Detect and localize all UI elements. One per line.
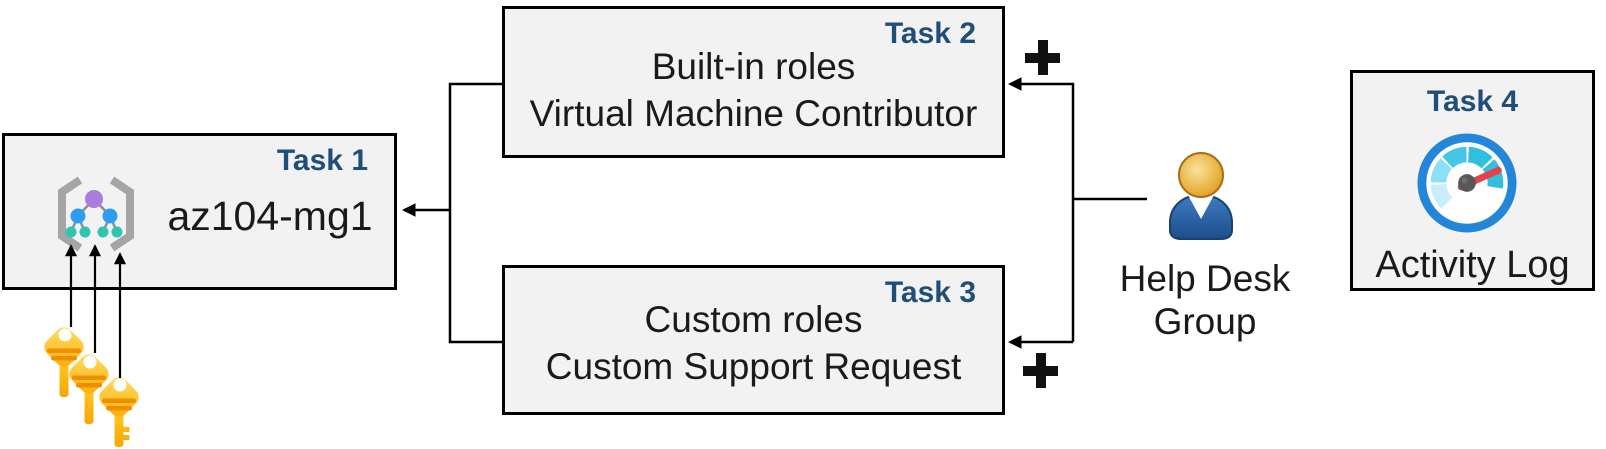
mid-node-right — [102, 208, 118, 224]
key-2 — [69, 354, 109, 424]
leaf-node-4 — [111, 226, 123, 238]
task3-line1: Custom roles — [644, 299, 863, 340]
task2-line2: Virtual Machine Contributor — [529, 93, 978, 134]
task2-title: Task 2 — [884, 17, 976, 50]
keys-icon — [44, 327, 139, 447]
plus-icon-task3 — [1023, 353, 1058, 388]
person-collar — [1188, 195, 1214, 219]
leaf-node-1 — [65, 226, 77, 238]
task1-title: Task 1 — [276, 144, 368, 177]
task2-box: Task 2 Built-in roles Virtual Machine Co… — [502, 6, 1005, 158]
leaf-node-3 — [97, 226, 109, 238]
person-icon — [1169, 152, 1233, 240]
actor-label: Help Desk Group — [1110, 258, 1300, 343]
task4-title: Task 4 — [1426, 85, 1519, 118]
plus-icon-task2 — [1025, 40, 1060, 75]
task3-text: Custom roles Custom Support Request — [505, 296, 1002, 390]
root-node — [85, 190, 103, 208]
leaf-node-2 — [79, 226, 91, 238]
right-bracket — [109, 176, 134, 252]
key-3 — [99, 377, 139, 447]
task2-text: Built-in roles Virtual Machine Contribut… — [505, 43, 1002, 137]
task2-line1: Built-in roles — [651, 46, 856, 87]
management-group-icon — [58, 176, 134, 252]
left-bracket — [58, 176, 83, 252]
actor-label-line2: Group — [1153, 300, 1257, 342]
management-group-name: az104-mg1 — [167, 193, 373, 239]
task1-box: Task 1 az104-mg1 — [2, 133, 397, 290]
actor-label-line1: Help Desk — [1119, 258, 1291, 299]
activity-log-gauge-icon — [1417, 133, 1517, 233]
key-1 — [44, 327, 84, 397]
connector-left-bracket — [448, 82, 502, 344]
mid-node-left — [70, 208, 86, 224]
activity-log-caption: Activity Log — [1375, 244, 1570, 286]
task4-box: Task 4 Activity Log — [1350, 70, 1595, 291]
task3-line2: Custom Support Request — [545, 346, 962, 387]
task3-box: Task 3 Custom roles Custom Support Reque… — [502, 265, 1005, 415]
task3-title: Task 3 — [884, 276, 976, 309]
person-head — [1178, 152, 1224, 198]
arrow-to-task2 — [1007, 77, 1075, 342]
